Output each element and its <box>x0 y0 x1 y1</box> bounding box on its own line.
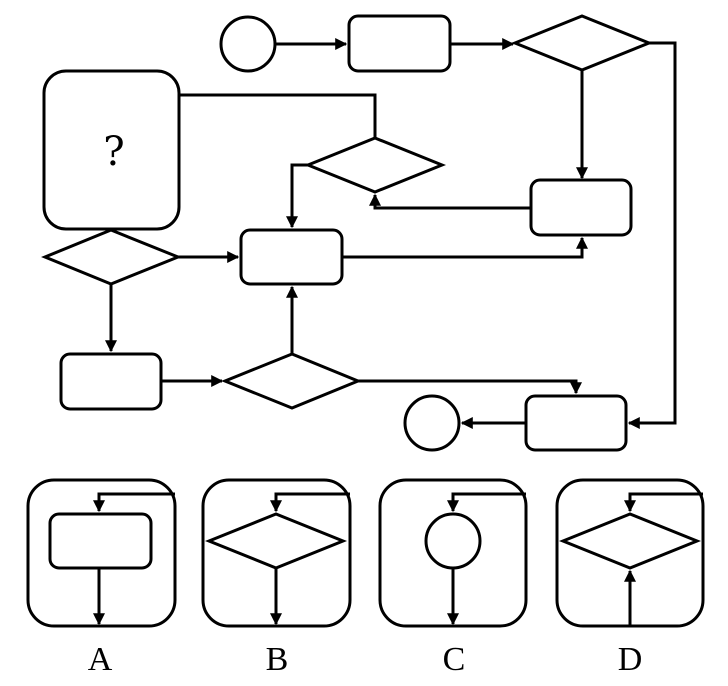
edge-right-process-to-middle-decision <box>369 193 531 210</box>
option-d-top-arrow <box>624 492 703 513</box>
edge-top-decision-to-end-process <box>627 41 677 429</box>
option-b-decision-diamond <box>204 512 348 570</box>
option-d-label: D <box>618 641 643 678</box>
option-b-top-arrow <box>270 492 350 513</box>
top-decision-diamond <box>510 14 654 72</box>
start-circle <box>219 15 277 73</box>
edge-center-process-to-right-process <box>342 236 588 259</box>
left-decision-diamond <box>41 228 183 286</box>
option-a-process-box <box>48 512 153 570</box>
option-d[interactable]: D <box>555 478 705 678</box>
top-process-box <box>347 14 452 73</box>
edge-unknown-to-middle-decision <box>179 93 377 138</box>
question-mark: ? <box>103 129 124 175</box>
lower-left-process-box <box>59 352 163 411</box>
option-c[interactable]: C <box>378 478 528 678</box>
middle-decision-diamond <box>303 136 447 194</box>
option-a-top-arrow <box>93 492 175 513</box>
center-process-box <box>239 228 344 286</box>
option-c-label: C <box>443 641 466 678</box>
option-d-decision-diamond <box>558 512 702 570</box>
end-process-box <box>524 394 628 452</box>
end-circle <box>403 394 461 452</box>
option-b-label: B <box>266 641 289 678</box>
option-a[interactable]: A <box>26 478 177 678</box>
option-a-label: A <box>88 641 113 678</box>
main-flowchart: ? <box>41 14 677 452</box>
right-process-box <box>529 178 633 237</box>
option-b[interactable]: B <box>201 478 352 678</box>
option-c-circle <box>424 512 482 570</box>
edge-middle-decision-to-center-process <box>286 163 308 229</box>
edge-bottom-decision-to-end-process <box>358 379 582 395</box>
bottom-decision-diamond <box>220 352 362 410</box>
option-c-top-arrow <box>447 492 526 513</box>
